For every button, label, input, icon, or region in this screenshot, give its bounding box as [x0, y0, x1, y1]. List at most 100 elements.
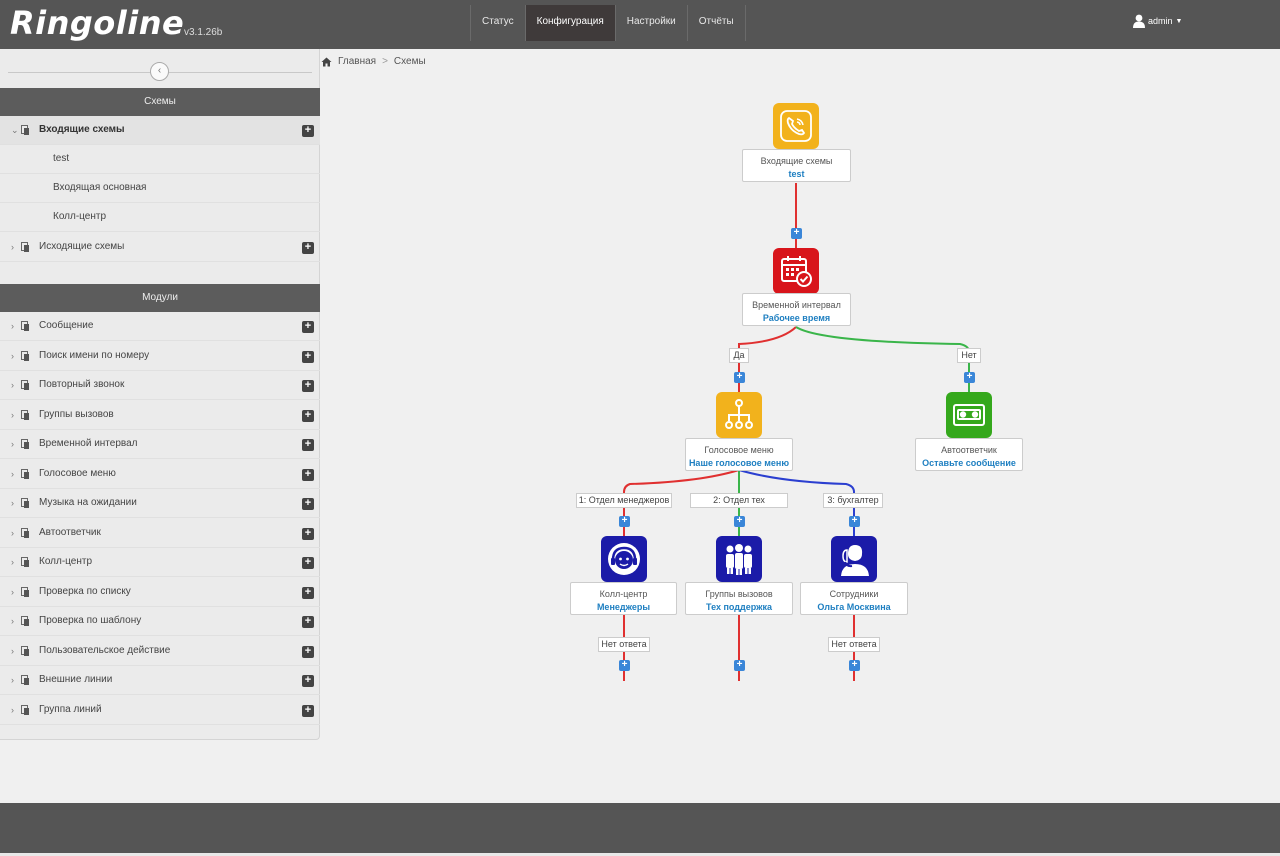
add-icon[interactable]: + [302, 498, 314, 510]
module-item[interactable]: ›Музыка на ожидании+ [0, 489, 320, 518]
module-label: Поиск имени по номеру [39, 349, 150, 361]
edge-label-no: Нет [957, 348, 981, 363]
chevron-right-icon[interactable]: › [11, 498, 14, 508]
edge-label-option-1: 1: Отдел менеджеров [576, 493, 672, 508]
chevron-right-icon[interactable]: › [11, 439, 14, 449]
phone-icon[interactable] [773, 103, 819, 149]
cassette-icon[interactable] [946, 392, 992, 438]
module-item[interactable]: ›Колл-центр+ [0, 548, 320, 577]
copy-icon [21, 645, 30, 656]
module-item[interactable]: ›Временной интервал+ [0, 430, 320, 459]
home-icon[interactable] [321, 57, 332, 67]
headset-icon[interactable] [601, 536, 647, 582]
add-node-button[interactable]: + [619, 516, 630, 527]
operator-icon[interactable] [831, 536, 877, 582]
module-item[interactable]: ›Группа линий+ [0, 696, 320, 725]
node-name[interactable]: test [788, 169, 805, 179]
hierarchy-icon[interactable] [716, 392, 762, 438]
edge-label-no-answer: Нет ответа [598, 637, 650, 652]
calendar-check-icon[interactable] [773, 248, 819, 294]
add-icon[interactable]: + [302, 645, 314, 658]
node-name[interactable]: Ольга Москвина [817, 602, 891, 612]
tree-item-scheme[interactable]: Входящая основная [0, 174, 320, 203]
node-name[interactable]: Наше голосовое меню [688, 458, 790, 468]
chevron-right-icon[interactable]: › [11, 557, 14, 567]
node-name[interactable]: Оставьте сообщение [922, 458, 1016, 468]
module-item[interactable]: ›Проверка по списку+ [0, 578, 320, 607]
nav-reports[interactable]: Отчёты [688, 5, 746, 41]
add-icon[interactable]: + [302, 350, 314, 363]
add-icon[interactable]: + [302, 125, 314, 137]
nav-status[interactable]: Статус [471, 5, 526, 41]
node-voice-menu[interactable]: Голосовое меню Наше голосовое меню [685, 438, 793, 471]
chevron-right-icon[interactable]: › [11, 586, 14, 597]
node-autoanswer[interactable]: Автоответчик Оставьте сообщение [915, 438, 1023, 471]
add-icon[interactable]: + [302, 380, 314, 392]
module-item[interactable]: › Повторный звонок + [0, 371, 320, 400]
add-icon[interactable]: + [302, 675, 314, 687]
chevron-right-icon[interactable]: › [11, 675, 14, 685]
chevron-right-icon[interactable]: › [11, 616, 14, 626]
app-logo[interactable]: Ringoline [10, 4, 185, 42]
tree-item-outgoing-schemes[interactable]: › Исходящие схемы + [0, 233, 320, 262]
add-node-button[interactable]: + [734, 516, 745, 527]
module-item[interactable]: ›Голосовое меню+ [0, 460, 320, 489]
chevron-right-icon[interactable]: › [11, 468, 14, 479]
collapse-sidebar-button[interactable]: ‹ [150, 62, 169, 81]
group-icon[interactable] [716, 536, 762, 582]
add-node-button[interactable]: + [849, 516, 860, 527]
chevron-right-icon[interactable]: › [11, 321, 14, 331]
add-node-button[interactable]: + [791, 228, 802, 239]
add-node-button[interactable]: + [849, 660, 860, 671]
node-name[interactable]: Менеджеры [596, 602, 651, 612]
chevron-right-icon[interactable]: › [11, 350, 14, 361]
node-incoming-scheme[interactable]: Входящие схемы test [742, 149, 851, 182]
breadcrumb-home[interactable]: Главная [338, 56, 377, 67]
add-icon[interactable]: + [302, 409, 314, 422]
tree-item-scheme[interactable]: test [0, 145, 320, 174]
add-icon[interactable]: + [302, 439, 314, 451]
module-label: Повторный звонок [39, 379, 125, 390]
node-call-group[interactable]: Группы вызовов Тех поддержка [685, 582, 793, 615]
chevron-right-icon[interactable]: › [11, 242, 14, 252]
tree-item-label: Входящие схемы [39, 124, 125, 135]
module-item[interactable]: ›Автоответчик+ [0, 519, 320, 548]
add-node-button[interactable]: + [734, 660, 745, 671]
chevron-right-icon[interactable]: › [11, 704, 14, 715]
node-name[interactable]: Рабочее время [762, 313, 831, 323]
add-node-button[interactable]: + [964, 372, 975, 383]
add-node-button[interactable]: + [619, 660, 630, 671]
add-icon[interactable]: + [302, 242, 314, 254]
add-icon[interactable]: + [302, 527, 314, 540]
add-icon[interactable]: + [302, 321, 314, 333]
module-item[interactable]: ›Сообщение+ [0, 312, 320, 341]
chevron-right-icon[interactable]: › [11, 409, 14, 420]
module-item[interactable]: ›Группы вызовов+ [0, 401, 320, 430]
nav-configuration[interactable]: Конфигурация [525, 5, 616, 41]
add-icon[interactable]: + [302, 468, 314, 481]
chevron-right-icon[interactable]: › [11, 380, 14, 390]
chevron-down-icon[interactable]: ⌄ [11, 125, 19, 135]
add-icon[interactable]: + [302, 557, 314, 569]
node-employee[interactable]: Сотрудники Ольга Москвина [800, 582, 908, 615]
nav-settings[interactable]: Настройки [616, 5, 688, 41]
module-item[interactable]: ›Пользовательское действие+ [0, 637, 320, 666]
sidebar: ‹ Схемы ⌄ Входящие схемы + test Входящая… [0, 49, 320, 740]
module-item[interactable]: ›Внешние линии+ [0, 666, 320, 695]
add-icon[interactable]: + [302, 586, 314, 599]
tree-item-scheme[interactable]: Колл-центр [0, 203, 320, 232]
node-name[interactable]: Тех поддержка [706, 602, 772, 612]
add-node-button[interactable]: + [734, 372, 745, 383]
node-time-interval[interactable]: Временной интервал Рабочее время [742, 293, 851, 326]
add-icon[interactable]: + [302, 704, 314, 717]
chevron-right-icon[interactable]: › [11, 645, 14, 656]
user-menu[interactable]: admin ▼ [1132, 14, 1182, 28]
copy-icon [21, 704, 30, 715]
tree-item-incoming-schemes[interactable]: ⌄ Входящие схемы + [0, 116, 320, 145]
module-item[interactable]: ›Проверка по шаблону+ [0, 607, 320, 636]
node-call-center[interactable]: Колл-центр Менеджеры [570, 582, 677, 615]
copy-icon [21, 675, 30, 685]
module-item[interactable]: › Поиск имени по номеру + [0, 342, 320, 371]
chevron-right-icon[interactable]: › [11, 527, 14, 538]
add-icon[interactable]: + [302, 616, 314, 628]
